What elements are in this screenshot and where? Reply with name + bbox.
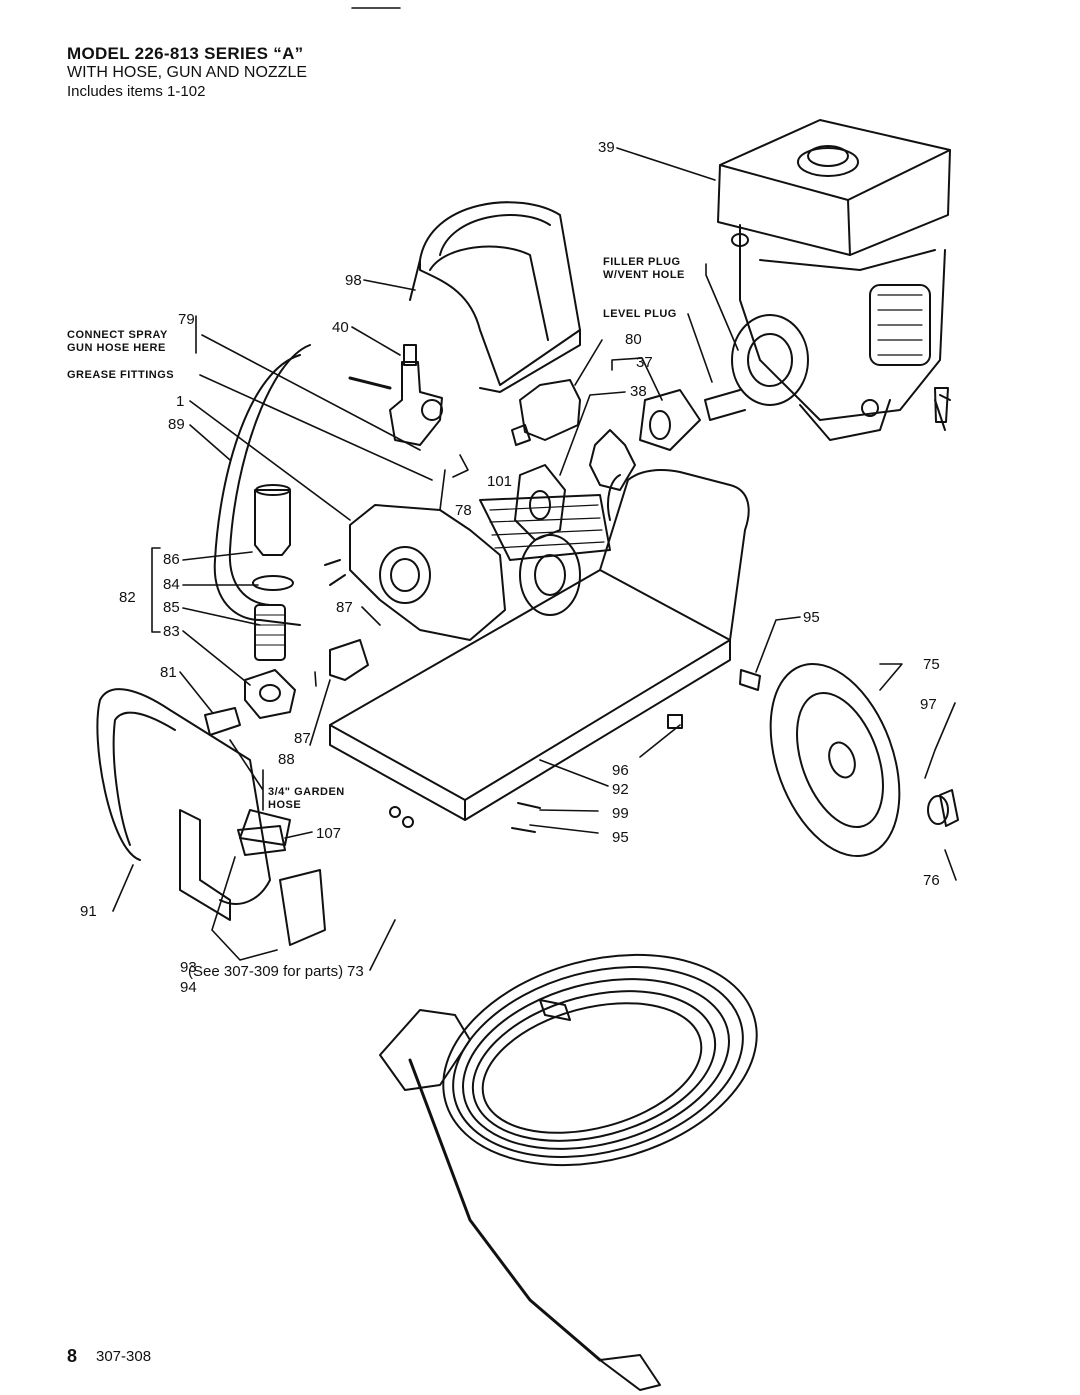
callout-89: 89 (168, 416, 185, 433)
callout-83: 83 (163, 623, 180, 640)
gun-hose-here-note: GUN HOSE HERE (67, 342, 166, 354)
callout-73: 73 (347, 963, 364, 980)
callout-1: 1 (176, 393, 185, 410)
garden-hose-note-line2: HOSE (268, 799, 302, 811)
callout-99: 99 (612, 805, 629, 822)
callout-38: 38 (630, 383, 647, 400)
level-plug-note: LEVEL PLUG (603, 308, 677, 320)
callout-81: 81 (160, 664, 177, 681)
callout-91: 91 (80, 903, 97, 920)
callout-85: 85 (163, 599, 180, 616)
model-title: MODEL 226-813 SERIES “A” (67, 44, 304, 63)
leader-lines (112, 147, 957, 971)
unloader-valve-drawing (389, 344, 443, 446)
callout-37: 37 (636, 354, 653, 371)
belt-guard-drawing (409, 201, 581, 393)
filler-plug-note: FILLER PLUG (603, 256, 681, 268)
callout-78: 78 (455, 502, 472, 519)
callout-39: 39 (598, 139, 615, 156)
callout-88: 88 (278, 751, 295, 768)
grease-fittings-note: GREASE FITTINGS (67, 369, 175, 381)
callout-87-upper: 87 (336, 599, 353, 616)
callout-76: 76 (923, 872, 940, 889)
callout-95-upper: 95 (803, 609, 820, 626)
callout-80: 80 (625, 331, 642, 348)
page-number-value: 8 (67, 1346, 78, 1366)
callout-86: 86 (163, 551, 180, 568)
callout-107: 107 (316, 825, 342, 842)
vent-hole-note: W/VENT HOLE (603, 269, 685, 281)
callout-75: 75 (923, 656, 940, 673)
handle-frame-drawing (96, 688, 326, 946)
callout-84: 84 (163, 576, 180, 593)
callout-79: 79 (178, 311, 195, 328)
garden-hose-note-line1: 3/4" GARDEN (268, 786, 345, 798)
callout-94: 94 (180, 979, 197, 996)
callout-96: 96 (612, 762, 629, 779)
connect-spray-note: CONNECT SPRAY (67, 329, 168, 341)
wheel-drawing (769, 662, 959, 858)
engine-drawing (704, 119, 951, 441)
callout-95-lower: 95 (612, 829, 629, 846)
see-parts-note: (See 307-309 for parts) (188, 963, 344, 980)
callout-98: 98 (345, 272, 362, 289)
callout-82: 82 (119, 589, 136, 606)
callout-92: 92 (612, 781, 629, 798)
document-number: 307-308 (96, 1348, 152, 1365)
callout-87-lower: 87 (294, 730, 311, 747)
callout-40: 40 (332, 319, 349, 336)
includes-note: Includes items 1-102 (67, 83, 206, 100)
callout-97: 97 (920, 696, 937, 713)
pump-drawing (324, 494, 611, 641)
model-subtitle: WITH HOSE, GUN AND NOZZLE (67, 64, 308, 81)
hose-coil-drawing (379, 953, 758, 1391)
page-number: 8 (67, 1347, 77, 1365)
base-plate-drawing (329, 469, 750, 821)
callout-93: 93 (180, 959, 197, 976)
callout-101: 101 (487, 473, 513, 490)
